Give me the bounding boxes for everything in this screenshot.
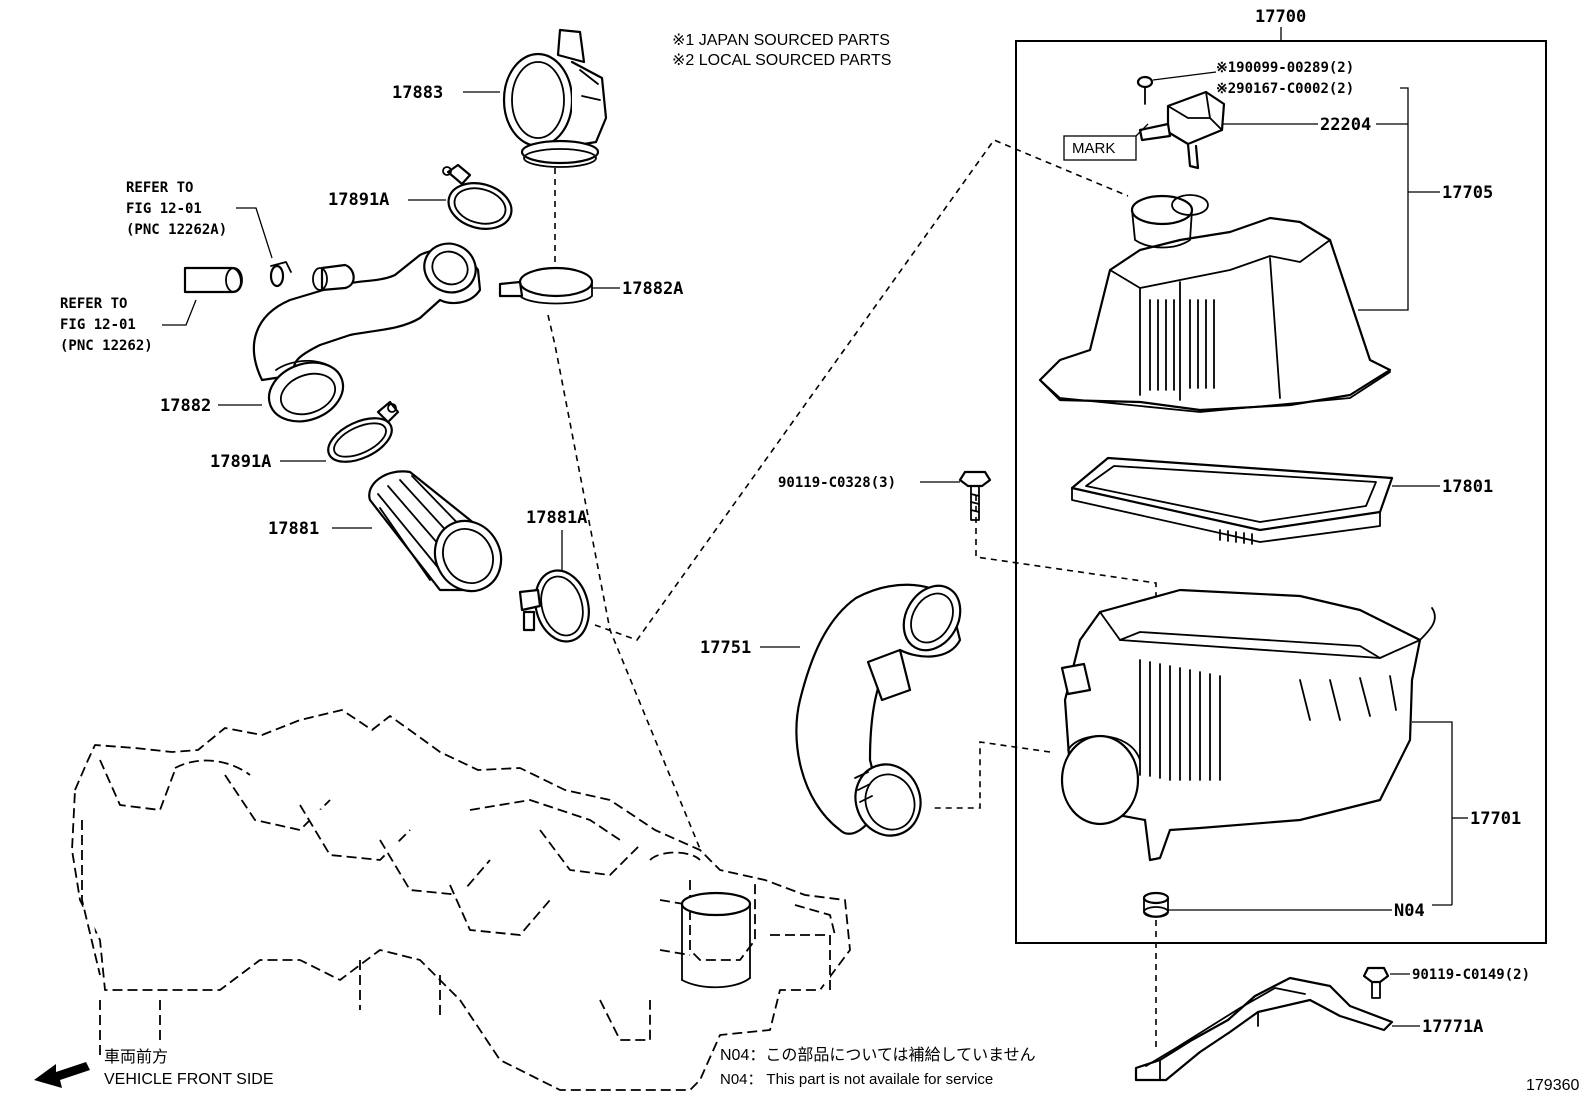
illustration-number: 179360 [1526, 1077, 1579, 1094]
label-17801[interactable]: 17801 [1442, 477, 1493, 497]
label-17882[interactable]: 17882 [160, 396, 211, 416]
label-17771a[interactable]: 17771A [1422, 1017, 1483, 1037]
label-22204[interactable]: 22204 [1320, 115, 1371, 135]
part-190099-screw-icon[interactable] [1136, 75, 1154, 105]
part-17883-icon[interactable] [502, 28, 608, 168]
part-17881a-icon[interactable] [518, 564, 596, 647]
engine-inlet [680, 891, 752, 989]
engine-outline [71, 709, 851, 1091]
label-90119-c0328[interactable]: 90119-C0328(3) [778, 475, 896, 491]
note-n04-en: N04： This part is not availale for servi… [720, 1071, 993, 1088]
note-local-sourced: ※2 LOCAL SOURCED PARTS [672, 52, 891, 69]
label-17891a-bottom[interactable]: 17891A [210, 452, 271, 472]
label-17881[interactable]: 17881 [268, 519, 319, 539]
part-17881-icon[interactable] [368, 470, 513, 603]
part-17891a-top-icon[interactable] [442, 163, 517, 236]
mark-label: MARK [1072, 140, 1115, 157]
ref-b-line3: (PNC 12262) [60, 338, 153, 354]
label-17701[interactable]: 17701 [1470, 809, 1521, 829]
label-17882a[interactable]: 17882A [622, 279, 683, 299]
part-17882-icon[interactable] [252, 235, 484, 431]
ref-a-line2: FIG 12-01 [126, 201, 202, 217]
part-17771a-icon[interactable] [1134, 976, 1394, 1082]
label-17700[interactable]: 17700 [1255, 7, 1306, 27]
part-90119-c0328-bolt-icon[interactable] [958, 470, 992, 521]
note-n04-ja: N04：この部品については補給していません [720, 1046, 1036, 1064]
label-90119-c0149[interactable]: 90119-C0149(2) [1412, 967, 1530, 983]
part-22204-icon[interactable] [1138, 90, 1226, 170]
label-17883[interactable]: 17883 [392, 83, 443, 103]
label-17881a[interactable]: 17881A [526, 508, 587, 528]
part-17801-icon[interactable] [1070, 456, 1394, 545]
label-n04[interactable]: N04 [1394, 901, 1425, 921]
ref-b-pipe-icon [183, 266, 243, 294]
label-17705[interactable]: 17705 [1442, 183, 1493, 203]
label-17751[interactable]: 17751 [700, 638, 751, 658]
ref-b-line2: FIG 12-01 [60, 317, 136, 333]
front-arrow-icon [34, 1062, 90, 1088]
ref-a-line3: (PNC 12262A) [126, 222, 227, 238]
note-japan-sourced: ※1 JAPAN SOURCED PARTS [672, 32, 890, 49]
note-front-en: VEHICLE FRONT SIDE [104, 1071, 274, 1088]
ref-b-line1: REFER TO [60, 296, 127, 312]
part-17891a-bottom-icon[interactable] [322, 400, 400, 471]
mark-box [1063, 135, 1137, 161]
label-190099[interactable]: ※190099-00289(2) [1216, 60, 1354, 76]
part-n04-icon[interactable] [1142, 891, 1170, 918]
ref-a-pipe-icon [269, 261, 292, 288]
label-17891a-top[interactable]: 17891A [328, 190, 389, 210]
note-front-ja: 車両前方 [104, 1048, 168, 1066]
part-17705-icon[interactable] [1038, 194, 1392, 413]
part-17701-icon[interactable] [1060, 588, 1436, 862]
part-17882a-icon[interactable] [498, 266, 594, 305]
part-90119-c0149-bolt-icon[interactable] [1362, 966, 1390, 999]
label-290167[interactable]: ※290167-C0002(2) [1216, 81, 1354, 97]
part-17751-icon[interactable] [795, 576, 971, 845]
ref-a-line1: REFER TO [126, 180, 193, 196]
